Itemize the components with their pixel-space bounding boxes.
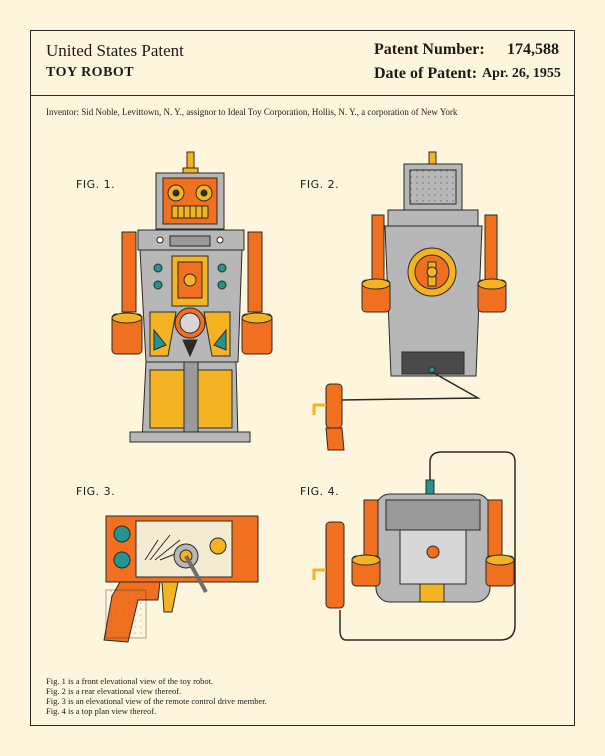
fig4-label: FIG. 4. [300,485,340,498]
fig1-label: FIG. 1. [76,178,116,191]
fig4-top-plan-drawing [312,451,516,641]
caption-fig1: Fig. 1 is a front elevational view of th… [46,676,214,686]
patent-date-label: Date of Patent: [374,65,478,82]
patent-date: Apr. 26, 1955 [482,66,561,81]
patent-number: 174,588 [507,41,559,58]
fig1-front-robot-drawing [111,151,273,443]
document-title: United States Patent [46,41,184,60]
header-divider [30,95,575,96]
caption-fig3: Fig. 3 is an elevational view of the rem… [46,696,267,706]
document-subtitle: TOY ROBOT [46,65,135,80]
fig2-label: FIG. 2. [300,178,340,191]
caption-fig2: Fig. 2 is a rear elevational view thereo… [46,686,182,696]
fig3-label: FIG. 3. [76,485,116,498]
fig3-remote-control-drawing [103,515,259,643]
patent-number-label: Patent Number: [374,41,485,58]
caption-fig4: Fig. 4 is a top plan view thereof. [46,706,157,716]
inventor-line: Inventor: Sid Noble, Levittown, N. Y., a… [46,107,458,117]
fig2-rear-robot-drawing [312,151,507,451]
page-border [30,30,575,726]
